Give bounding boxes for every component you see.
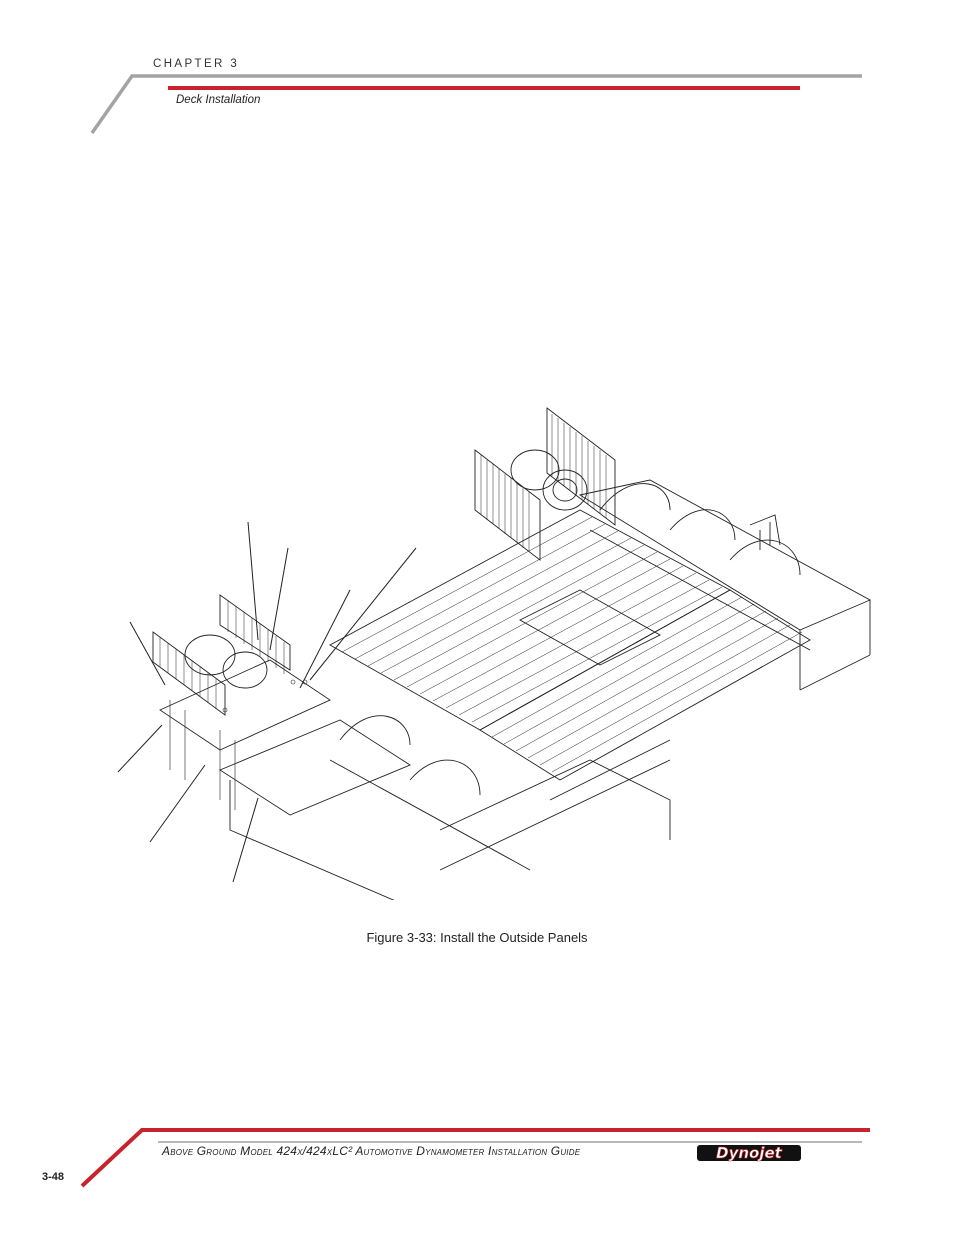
- dynojet-logo: Dynojet: [697, 1144, 801, 1162]
- guide-title: Above Ground Model 424x/424xLC² Automoti…: [162, 1144, 581, 1158]
- logo-text: Dynojet: [716, 1144, 783, 1162]
- chapter-label: CHAPTER 3: [153, 58, 240, 70]
- header-decoration: [90, 74, 862, 135]
- figure-caption: Figure 3-33: Install the Outside Panels: [366, 930, 588, 945]
- page-number: 3-48: [42, 1171, 65, 1183]
- footer-decoration: [80, 1128, 870, 1188]
- dyno-deck-illustration: [117, 407, 872, 900]
- section-title: Deck Installation: [176, 94, 261, 106]
